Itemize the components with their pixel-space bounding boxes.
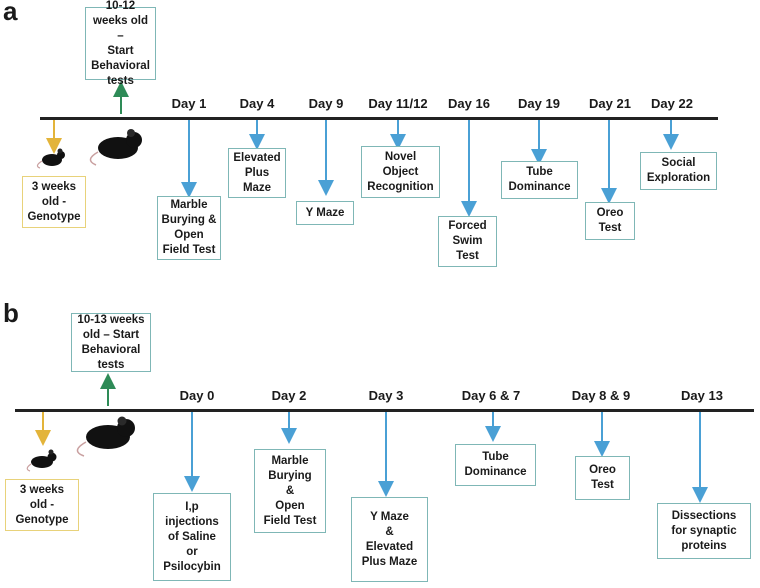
day-label: Day 21	[589, 96, 631, 111]
test-box: Elevated Plus Maze	[228, 148, 286, 198]
test-box: Oreo Test	[585, 202, 635, 240]
panel-label-a: a	[3, 0, 18, 26]
test-box: Marble Burying & Open Field Test	[254, 449, 326, 533]
test-box: Dissections for synaptic proteins	[657, 503, 751, 559]
day-label: Day 3	[368, 388, 404, 403]
timeline-axis-b	[15, 409, 754, 412]
timeline-axis-a	[40, 117, 718, 120]
large-mouse-icon-b	[76, 416, 135, 457]
day-label: Day 9	[308, 96, 344, 111]
test-box: Forced Swim Test	[438, 216, 497, 267]
day-label: Day 1	[171, 96, 207, 111]
test-box: Y Maze	[296, 201, 354, 225]
day-label: Day 2	[271, 388, 307, 403]
day-label: Day 11/12	[368, 96, 428, 111]
genotype-box-b: 3 weeks old - Genotype	[5, 479, 79, 531]
day-label: Day 22	[651, 96, 693, 111]
test-box: Social Exploration	[640, 152, 717, 190]
test-box: Tube Dominance	[455, 444, 536, 486]
start-behavioral-box-a: 10-12 weeks old – Start Behavioral tests	[85, 0, 156, 87]
test-box: Y Maze & Elevated Plus Maze	[351, 497, 428, 582]
day-label: Day 13	[681, 388, 723, 403]
test-box: Novel Object Recognition	[361, 146, 440, 198]
small-mouse-icon-a	[36, 148, 65, 169]
genotype-box-a: 3 weeks old - Genotype	[22, 176, 86, 228]
day-label: Day 8 & 9	[571, 388, 631, 403]
start-behavioral-box-b: 10-13 weeks old – Start Behavioral tests	[71, 313, 151, 372]
test-box: Tube Dominance	[501, 161, 578, 199]
small-mouse-icon-b	[26, 449, 57, 472]
day-label: Day 19	[518, 96, 560, 111]
day-label: Day 6 & 7	[461, 388, 521, 403]
day-label: Day 4	[239, 96, 275, 111]
test-box: I,p injections of Saline or Psilocybin	[153, 493, 231, 581]
day-label: Day 16	[448, 96, 490, 111]
large-mouse-icon-a	[89, 129, 142, 166]
test-box: Marble Burying & Open Field Test	[157, 196, 221, 260]
day-label: Day 0	[179, 388, 215, 403]
panel-label-b: b	[3, 298, 19, 328]
test-box: Oreo Test	[575, 456, 630, 500]
